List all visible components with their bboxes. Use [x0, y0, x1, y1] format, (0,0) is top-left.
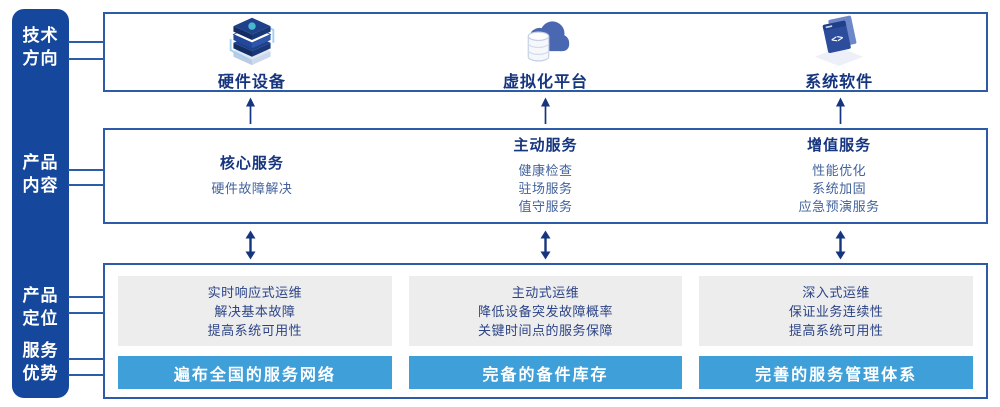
sidebar: 技术 方向 产品 内容 产品 定位 服务 优势 [12, 9, 69, 398]
connector-line [68, 184, 104, 186]
connector-line [68, 312, 104, 314]
position-line: 降低设备突发故障概率 [477, 303, 613, 319]
position-column-deep: 深入式运维 保证业务连续性 提高系统可用性 完善的服务管理体系 [699, 276, 973, 389]
double-arrow-icon [245, 230, 256, 259]
position-line: 提高系统可用性 [207, 322, 303, 338]
connector-line [68, 58, 104, 60]
position-line: 解决基本故障 [214, 303, 296, 319]
up-arrow-icon [836, 97, 845, 124]
connector-line [68, 374, 104, 376]
cloud-database-icon [528, 21, 570, 62]
top-item-label: 虚拟化平台 [502, 74, 588, 91]
service-item: 驻场服务 [518, 181, 573, 196]
service-title: 主动服务 [513, 137, 578, 154]
position-panel: 实时响应式运维 解决基本故障 提高系统可用性 [118, 276, 392, 346]
connector-line [68, 169, 104, 171]
arrow-row-up [103, 96, 988, 125]
advantage-banner: 完备的备件库存 [408, 356, 683, 389]
advantage-banner: 遍布全国的服务网络 [118, 356, 392, 389]
code-window-icon: <> [815, 15, 864, 66]
position-column-proactive: 主动式运维 降低设备突发故障概率 关键时间点的服务保障 完备的备件库存 [408, 276, 683, 389]
up-arrow-icon [541, 97, 550, 124]
product-content-box: 核心服务 硬件故障解决 主动服务 健康检查 驻场服务 值守服务 增值服务 性能优… [103, 128, 988, 224]
position-line: 深入式运维 [802, 284, 870, 300]
position-panel: 深入式运维 保证业务连续性 提高系统可用性 [699, 276, 973, 346]
tech-direction-box: 硬件设备 虚拟化平台 [103, 12, 988, 92]
top-item-system-software: <> 系统软件 [692, 14, 986, 99]
sidebar-label-service-advantage: 服务 优势 [22, 341, 59, 383]
top-item-virtualization: 虚拟化平台 [399, 14, 693, 99]
sidebar-label-product-content: 产品 内容 [22, 153, 59, 195]
position-column-realtime: 实时响应式运维 解决基本故障 提高系统可用性 遍布全国的服务网络 [118, 276, 392, 389]
svg-text:<>: <> [830, 33, 844, 46]
product-position-box: 实时响应式运维 解决基本故障 提高系统可用性 遍布全国的服务网络 主动式运维 降… [103, 263, 988, 399]
double-arrow-icon [540, 230, 551, 259]
service-item: 健康检查 [518, 163, 573, 178]
sidebar-label-tech-direction: 技术 方向 [22, 26, 59, 68]
service-item: 系统加固 [812, 181, 867, 196]
top-item-hardware: 硬件设备 [105, 14, 399, 99]
position-line: 提高系统可用性 [788, 322, 884, 338]
sidebar-label-product-position: 产品 定位 [22, 286, 59, 328]
service-title: 增值服务 [807, 137, 872, 154]
double-arrow-icon [835, 230, 846, 259]
service-column-value-added: 增值服务 性能优化 系统加固 应急预演服务 [692, 130, 986, 222]
position-line: 保证业务连续性 [788, 303, 884, 319]
service-column-proactive: 主动服务 健康检查 驻场服务 值守服务 [399, 130, 693, 222]
up-arrow-icon [246, 97, 255, 124]
connector-line [68, 41, 104, 43]
connector-line [68, 358, 104, 360]
position-line: 主动式运维 [511, 284, 580, 300]
top-item-label: 系统软件 [805, 74, 874, 91]
service-item: 值守服务 [518, 199, 573, 214]
position-line: 关键时间点的服务保障 [477, 322, 613, 338]
arrow-row-double [103, 229, 988, 260]
service-item: 应急预演服务 [798, 199, 880, 214]
service-item: 性能优化 [812, 163, 867, 178]
service-column-core: 核心服务 硬件故障解决 [105, 130, 399, 222]
service-title: 核心服务 [219, 155, 284, 172]
server-stack-icon [229, 17, 275, 66]
position-line: 实时响应式运维 [207, 284, 303, 300]
advantage-banner: 完善的服务管理体系 [699, 356, 973, 389]
position-panel: 主动式运维 降低设备突发故障概率 关键时间点的服务保障 [408, 276, 683, 346]
top-item-label: 硬件设备 [217, 74, 286, 91]
service-item: 硬件故障解决 [211, 181, 293, 196]
connector-line [68, 296, 104, 298]
